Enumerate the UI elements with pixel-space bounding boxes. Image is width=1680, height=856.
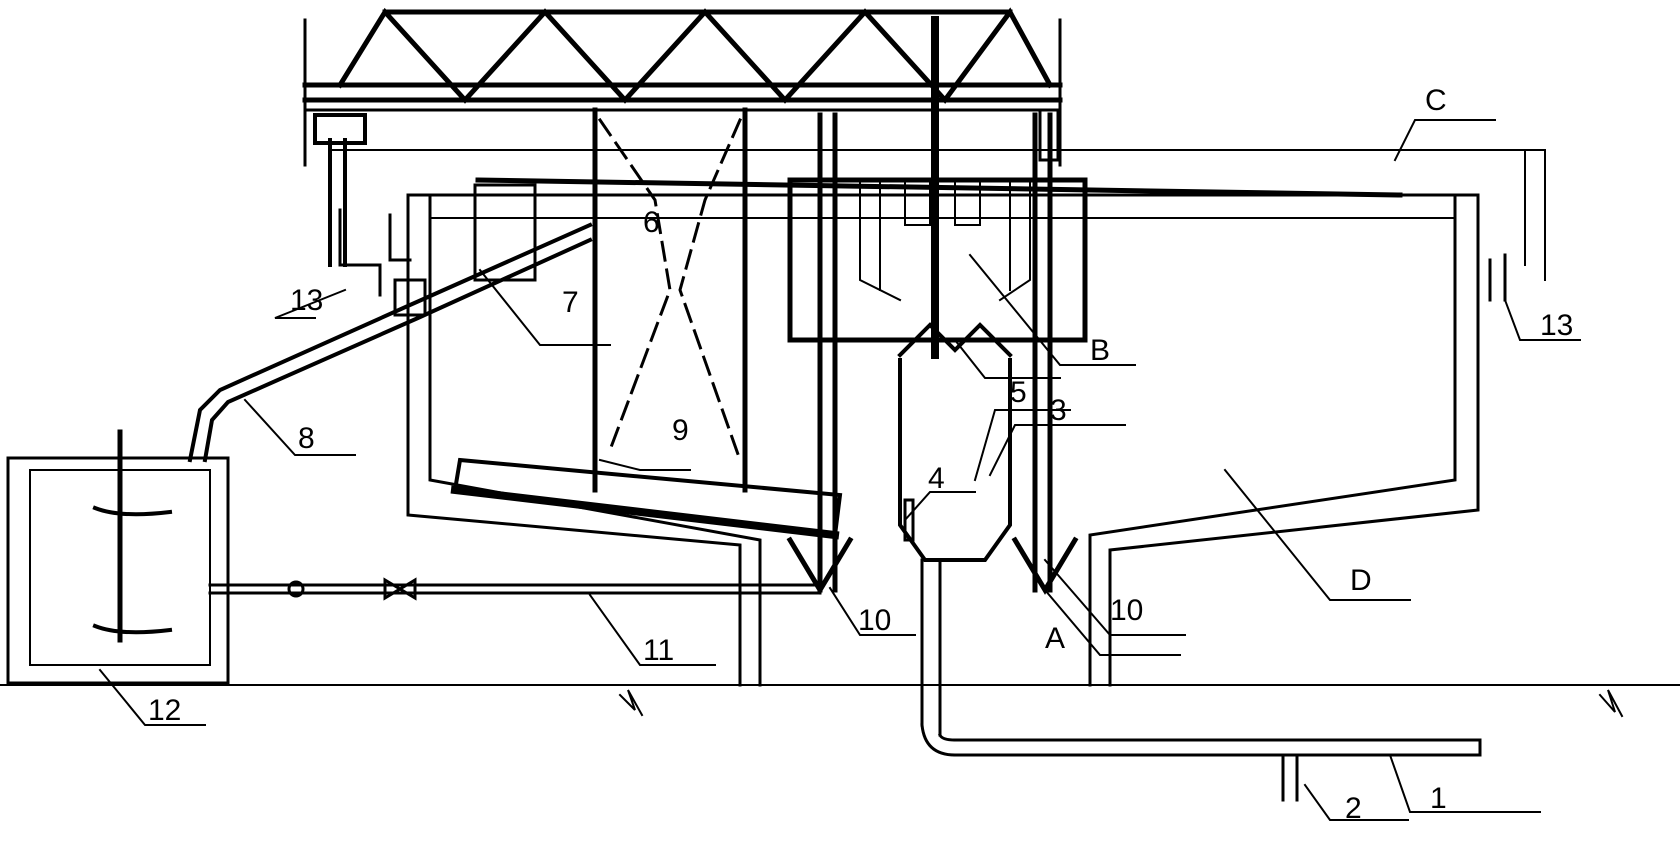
deflector-baffles [859,179,1031,302]
label-3: 3 [1050,394,1067,427]
label-2: 2 [1345,792,1362,825]
label-A: A [1045,622,1065,655]
leader-lines [98,119,1581,821]
sludge-pipe [208,577,822,601]
truss-bridge [302,7,1063,167]
label-12: 12 [148,694,181,727]
outlet-pipes [338,208,1507,302]
ground [0,684,1680,718]
label-D: D [1350,564,1372,597]
label-1: 1 [1430,782,1447,815]
label-B: B [1090,334,1110,367]
label-4: 4 [928,462,945,495]
label-13-left: 13 [290,284,323,317]
label-6: 6 [643,206,660,239]
label-10-left: 10 [858,604,891,637]
main-tank [406,177,1480,687]
central-well [897,16,1013,562]
label-13-right: 13 [1540,309,1573,342]
label-10-right: 10 [1110,594,1143,627]
label-7: 7 [562,286,579,319]
scraper [450,117,843,540]
label-5: 5 [1010,376,1027,409]
inclined-pipe [187,183,593,463]
mixing-tank [6,429,230,685]
label-8: 8 [298,422,315,455]
label-C: C [1425,84,1447,117]
inlet-pipe [920,558,1482,802]
label-11: 11 [643,634,674,667]
label-9: 9 [672,414,689,447]
